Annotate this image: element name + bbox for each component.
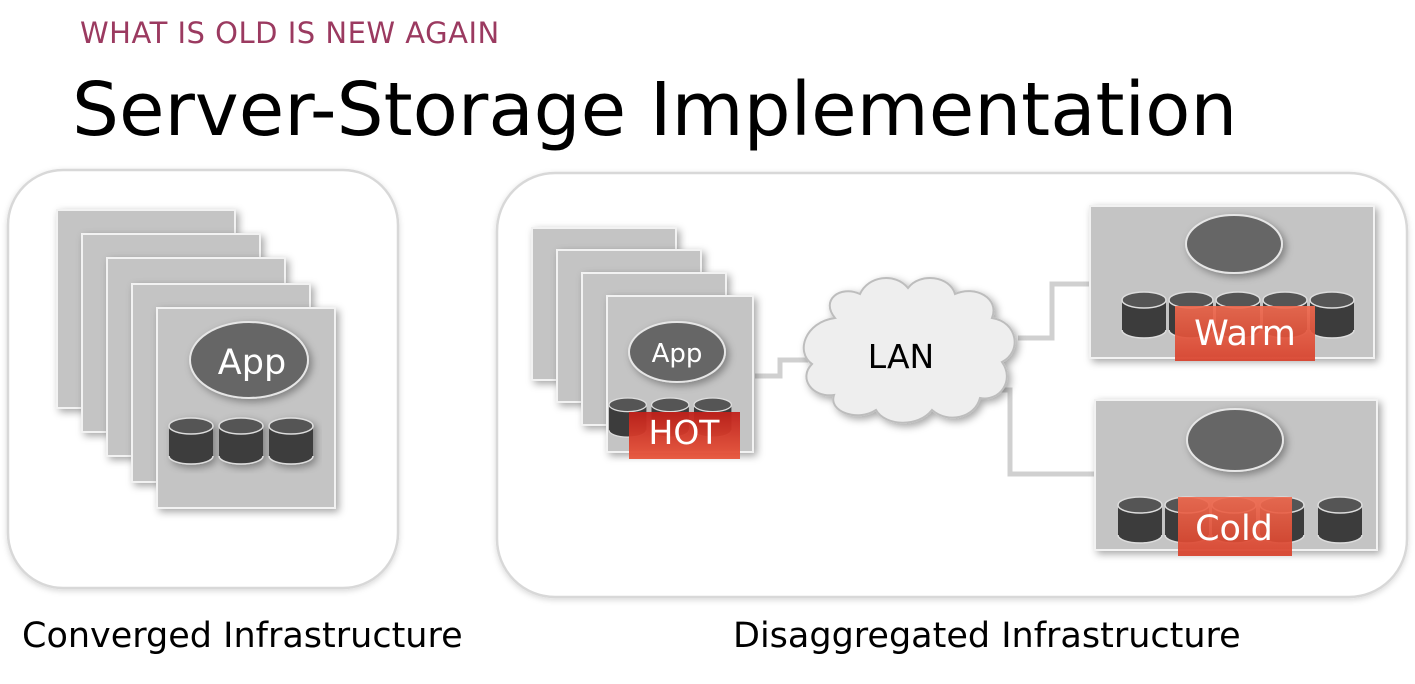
app-label: App	[652, 339, 703, 369]
disk-icon	[1121, 291, 1167, 339]
disk-icon	[218, 417, 264, 465]
link-server-lan	[755, 357, 808, 379]
warm-storage-node: Warm	[1089, 205, 1375, 361]
disk-icon	[168, 417, 214, 465]
lan-cloud	[802, 276, 1016, 424]
storage-controller-node	[1186, 408, 1284, 472]
page-title: Server-Storage Implementation	[72, 67, 1238, 153]
storage-controller-node	[1185, 214, 1283, 274]
tier-hot-label: HOT	[649, 413, 721, 452]
app-node	[628, 321, 726, 383]
compute-server-stack: App HOT	[531, 227, 754, 459]
link-lan-cold	[1000, 387, 1095, 477]
cold-storage-node: Cold	[1094, 399, 1378, 556]
disk-icon	[1309, 291, 1355, 339]
tier-hot-highlight	[629, 412, 740, 459]
tier-warm-label: Warm	[1194, 314, 1296, 354]
disk-icon	[1317, 496, 1363, 544]
tier-warm-highlight	[1175, 306, 1315, 361]
tier-cold-highlight	[1178, 497, 1292, 556]
converged-caption: Converged Infrastructure	[22, 616, 463, 656]
app-label: App	[218, 343, 286, 383]
disk-icon	[1117, 496, 1163, 544]
link-lan-warm	[1018, 281, 1090, 341]
tier-cold-label: Cold	[1195, 509, 1273, 549]
app-node	[189, 321, 309, 399]
lan-label: LAN	[868, 337, 934, 376]
disk-icon	[268, 417, 314, 465]
eyebrow-heading: WHAT IS OLD IS NEW AGAIN	[80, 16, 500, 50]
network-links	[755, 281, 1095, 477]
disaggregated-caption: Disaggregated Infrastructure	[733, 616, 1241, 656]
converged-server-stack: App	[56, 209, 336, 509]
